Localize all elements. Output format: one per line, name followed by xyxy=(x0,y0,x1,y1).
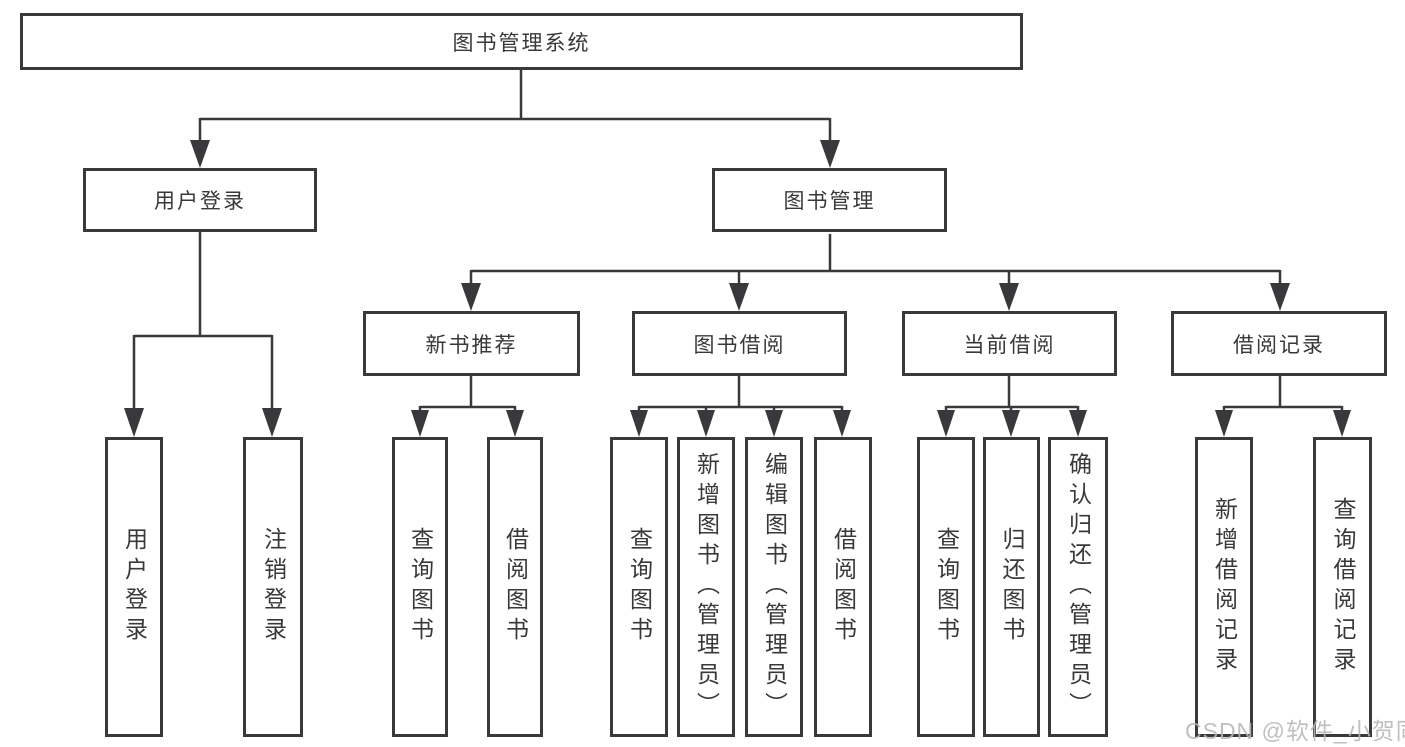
node-edit-book-admin: 编辑图书（管理员） xyxy=(745,437,803,737)
node-add-borrow-record: 新增借阅记录 xyxy=(1195,437,1253,737)
node-book-management: 图书管理 xyxy=(712,168,947,232)
watermark-csdn: CSDN @软件_小贺同学 xyxy=(1185,718,1405,744)
node-query-books-current: 查询图书 xyxy=(917,437,975,737)
node-borrow-books-borrow: 借阅图书 xyxy=(814,437,872,737)
node-user-login: 用户登录 xyxy=(83,168,317,232)
node-borrow-records: 借阅记录 xyxy=(1171,311,1387,376)
node-user-login-leaf: 用户登录 xyxy=(105,437,163,737)
node-query-books-borrow: 查询图书 xyxy=(610,437,668,737)
node-confirm-return-admin: 确认归还（管理员） xyxy=(1048,437,1108,737)
node-new-book-recommend: 新书推荐 xyxy=(363,311,580,376)
node-borrow-books-recommend: 借阅图书 xyxy=(487,437,543,737)
node-add-book-admin: 新增图书（管理员） xyxy=(677,437,735,737)
node-logout: 注销登录 xyxy=(243,437,303,737)
node-query-borrow-record: 查询借阅记录 xyxy=(1313,437,1372,737)
arrowheads xyxy=(124,140,1351,437)
node-query-books-recommend: 查询图书 xyxy=(392,437,448,737)
node-return-book: 归还图书 xyxy=(983,437,1040,737)
node-library-management-system: 图书管理系统 xyxy=(20,13,1023,70)
node-book-borrow: 图书借阅 xyxy=(632,311,847,376)
node-current-borrow: 当前借阅 xyxy=(902,311,1117,376)
